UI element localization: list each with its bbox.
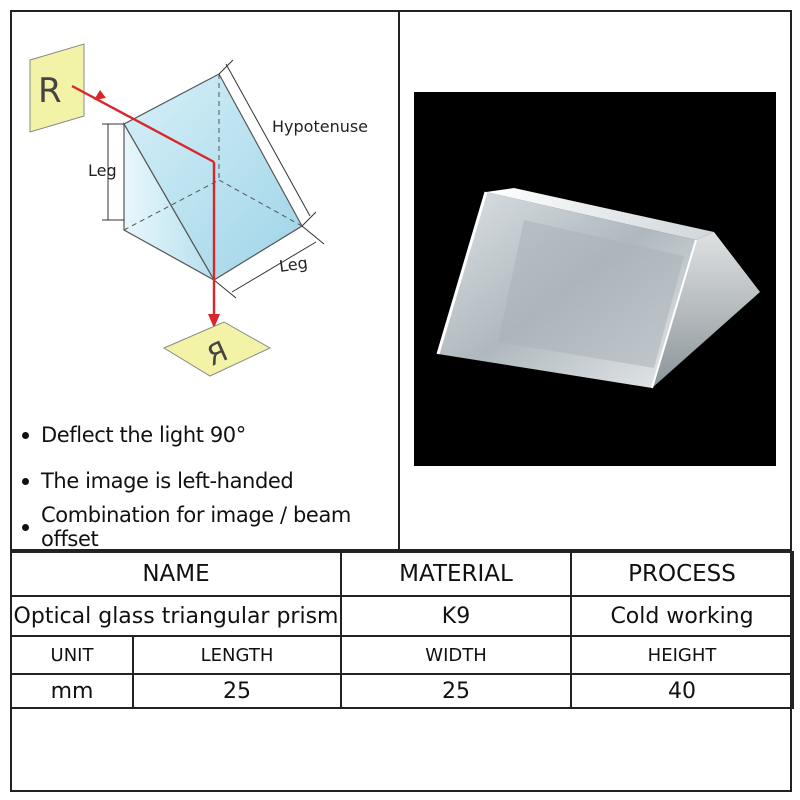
value-length: 25: [131, 673, 343, 709]
output-image-card: R: [162, 321, 272, 377]
value-name: Optical glass triangular prism: [9, 595, 343, 637]
value-width: 25: [340, 673, 573, 709]
vertical-leg-dimension: [102, 123, 124, 221]
hypotenuse-dimension: [218, 59, 317, 227]
value-unit: mm: [10, 673, 134, 709]
page-frame: [10, 10, 792, 792]
feature-item: The image is left-handed: [22, 458, 398, 504]
header-length: LENGTH: [131, 635, 343, 675]
feature-text: The image is left-handed: [41, 469, 294, 493]
prism-photo-svg: [436, 188, 760, 389]
bullet-icon: [22, 431, 29, 439]
header-width: WIDTH: [340, 635, 573, 675]
feature-list: Deflect the light 90° The image is left-…: [22, 412, 398, 551]
prism-diagram-svg: R Hypotenuse Leg Leg: [29, 43, 368, 377]
table-row: UNIT LENGTH WIDTH HEIGHT: [10, 635, 795, 675]
header-unit: UNIT: [10, 635, 134, 675]
bullet-icon: [22, 523, 29, 531]
input-image-letter: R: [38, 71, 62, 111]
header-name: NAME: [9, 551, 343, 597]
feature-text: Combination for image / beam offset: [41, 503, 351, 551]
table-row: Optical glass triangular prism K9 Cold w…: [9, 595, 795, 637]
header-process: PROCESS: [570, 551, 795, 597]
feature-text: Deflect the light 90°: [41, 423, 246, 447]
value-height: 40: [570, 673, 795, 709]
prism-diagram: R Hypotenuse Leg Leg: [14, 30, 394, 390]
bottom-leg-label: Leg: [278, 253, 309, 276]
hypotenuse-label: Hypotenuse: [272, 117, 368, 136]
header-height: HEIGHT: [570, 635, 795, 675]
table-row: mm 25 25 40: [10, 673, 795, 709]
vertical-leg-label: Leg: [88, 161, 117, 180]
bullet-icon: [22, 477, 29, 485]
prism-photo: [414, 92, 776, 466]
value-material: K9: [340, 595, 573, 637]
input-image-card: R: [29, 43, 85, 133]
feature-item: Deflect the light 90°: [22, 412, 398, 458]
header-material: MATERIAL: [340, 551, 573, 597]
light-path-arrow: [71, 84, 220, 328]
table-row: NAME MATERIAL PROCESS: [9, 551, 795, 597]
horizontal-divider: [10, 549, 792, 551]
bottom-leg-dimension: [213, 225, 325, 299]
vertical-divider: [398, 10, 400, 550]
value-process: Cold working: [570, 595, 795, 637]
feature-item: Combination for image / beam offset: [22, 503, 398, 551]
spec-table: NAME MATERIAL PROCESS Optical glass tria…: [9, 551, 795, 709]
